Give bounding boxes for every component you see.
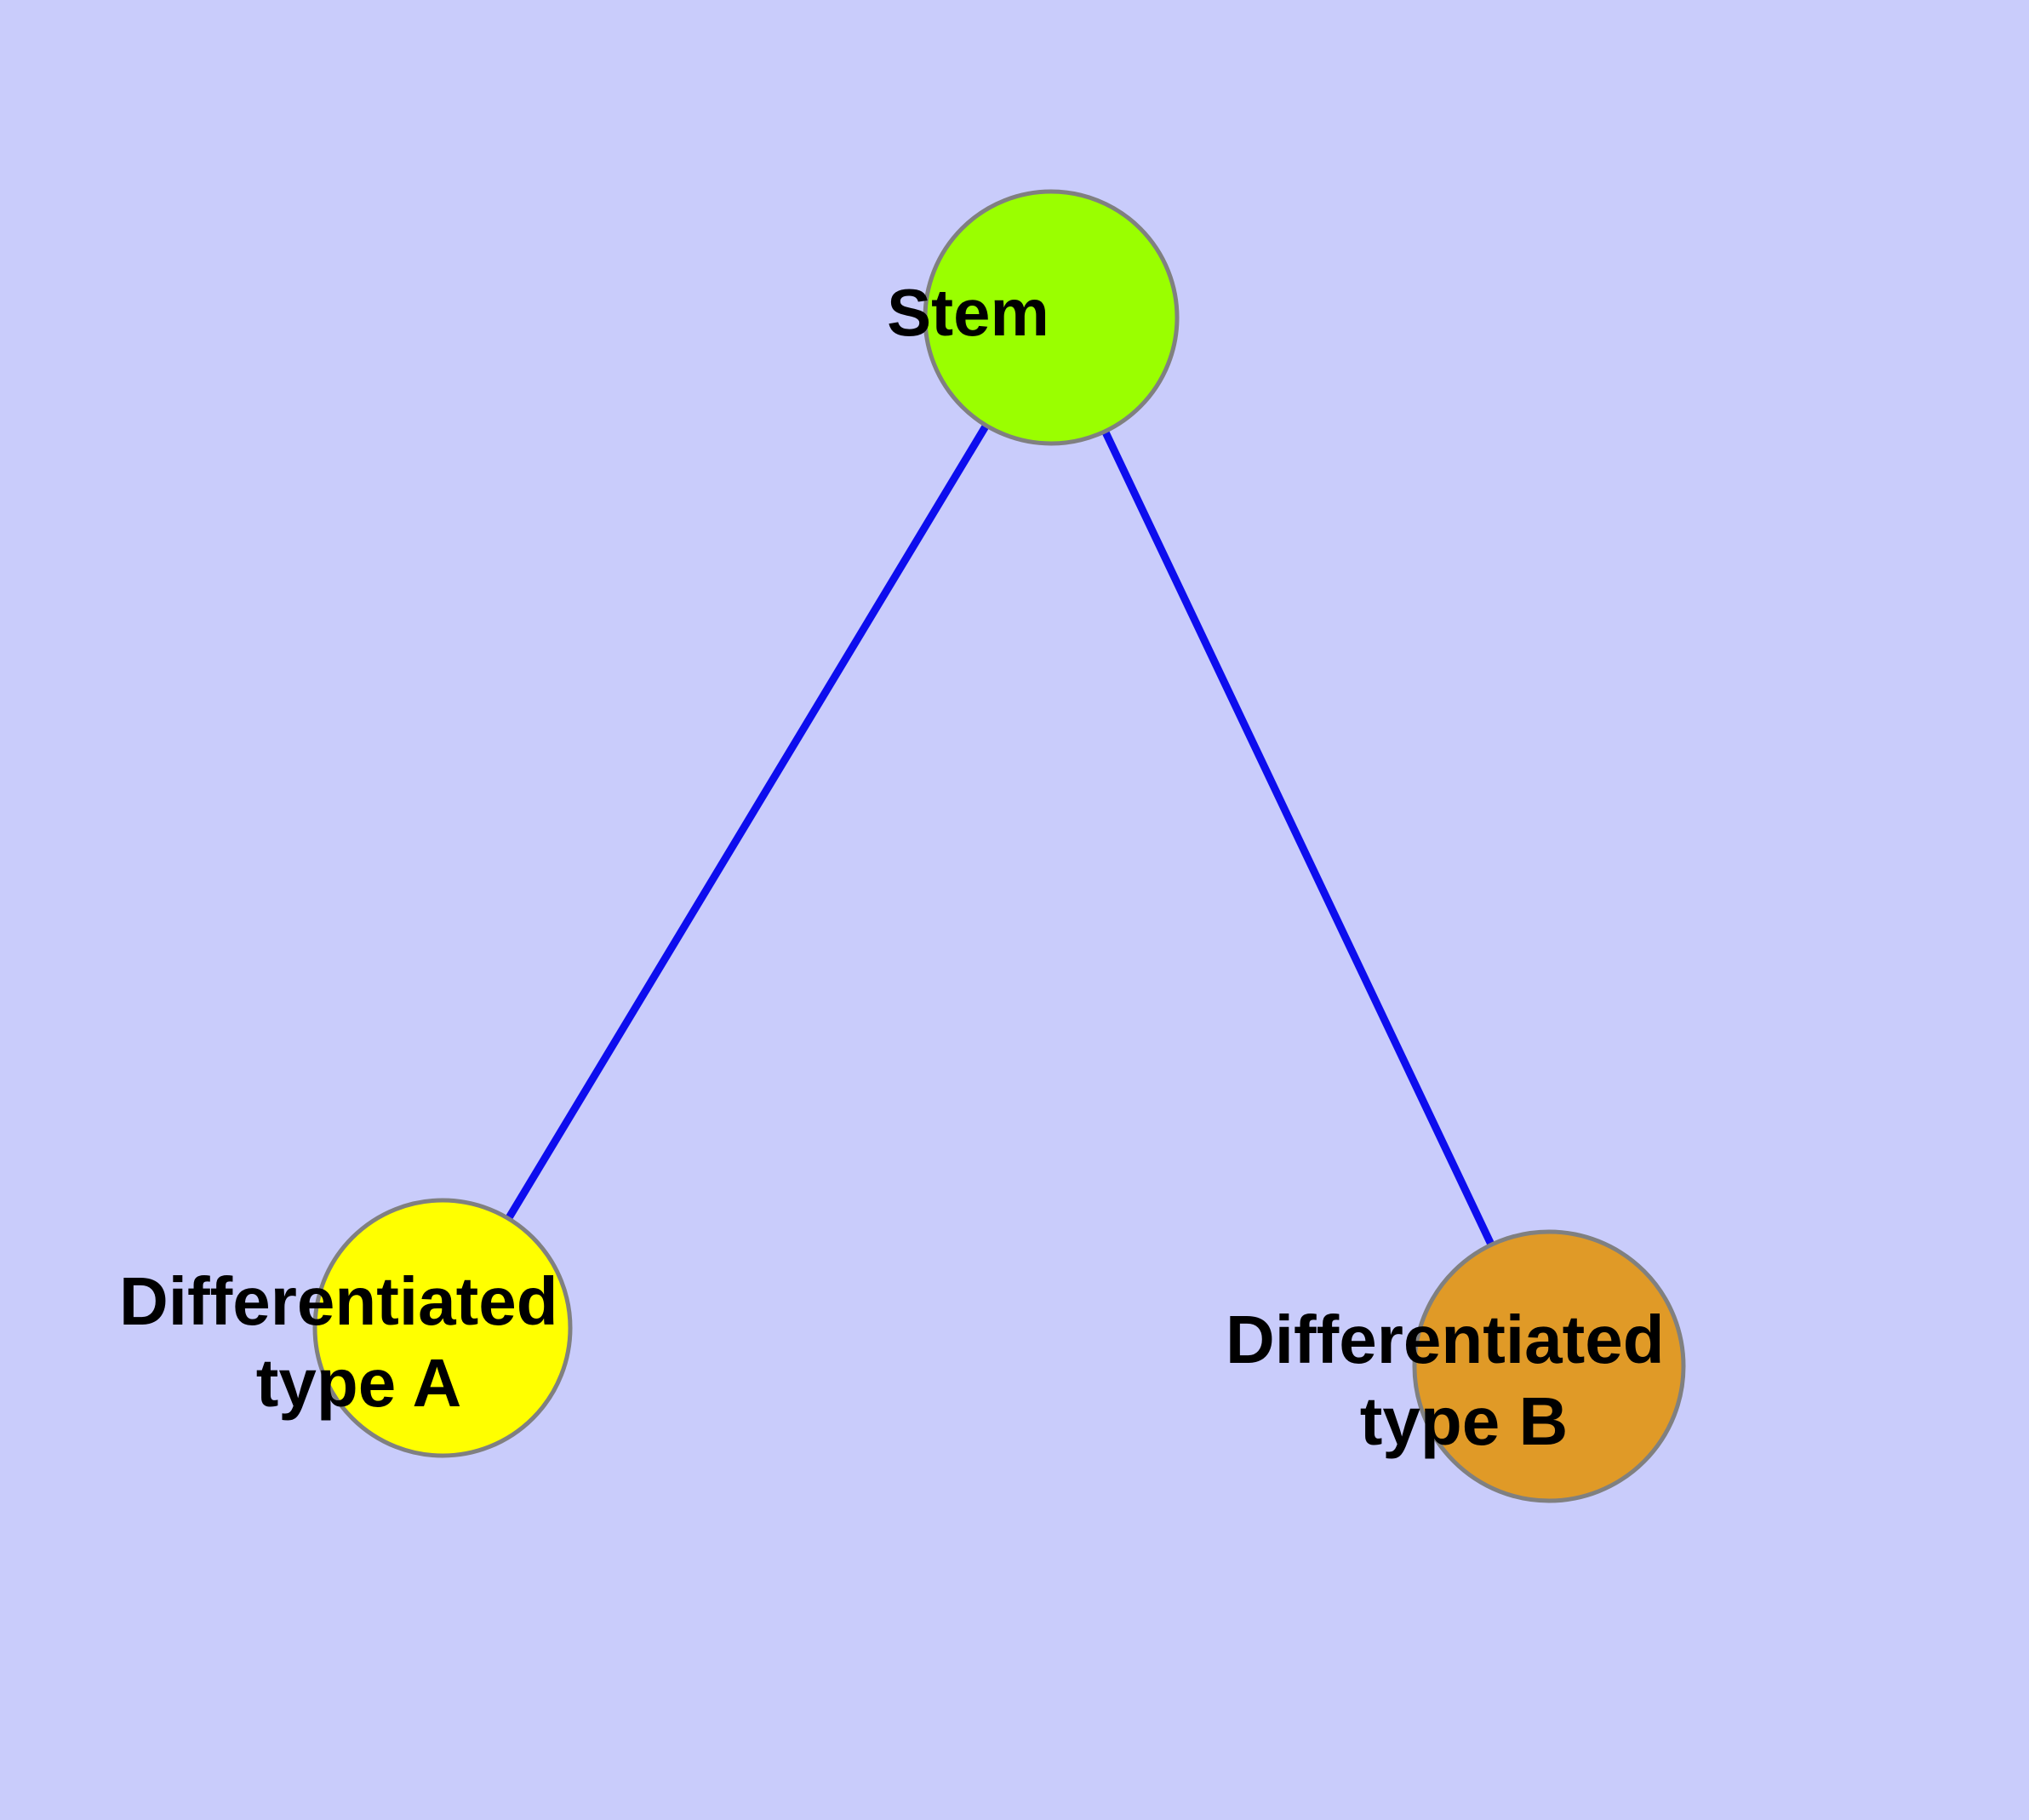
node-layer: Stem Differentiated type A Differentiate… [119,189,1872,1503]
node-stem-circle[interactable] [923,189,1180,446]
edge-stem-to-differentiated-type-b[interactable] [1100,426,1497,1250]
edge-stem-to-differentiated-type-a[interactable] [503,421,992,1224]
node-differentiated-type-a-label: Differentiated type A [119,1263,766,1421]
node-differentiated-type-b-label-line2: type B [1360,1383,1569,1459]
node-stem[interactable]: Stem [887,189,1215,446]
node-differentiated-type-b[interactable]: Differentiated type B [1226,1229,1872,1503]
node-differentiated-type-a-label-line1: Differentiated [119,1263,558,1339]
node-differentiated-type-b-label: Differentiated type B [1226,1302,1872,1459]
node-stem-label: Stem [887,275,1215,350]
node-differentiated-type-a[interactable]: Differentiated type A [119,1198,766,1458]
node-differentiated-type-a-circle[interactable] [312,1198,573,1458]
node-differentiated-type-a-label-line2: type A [256,1345,460,1421]
node-differentiated-type-b-circle[interactable] [1412,1229,1686,1503]
edge-layer [503,421,1497,1250]
node-differentiated-type-b-label-line1: Differentiated [1226,1302,1665,1377]
node-stem-label-line1: Stem [887,275,1049,350]
